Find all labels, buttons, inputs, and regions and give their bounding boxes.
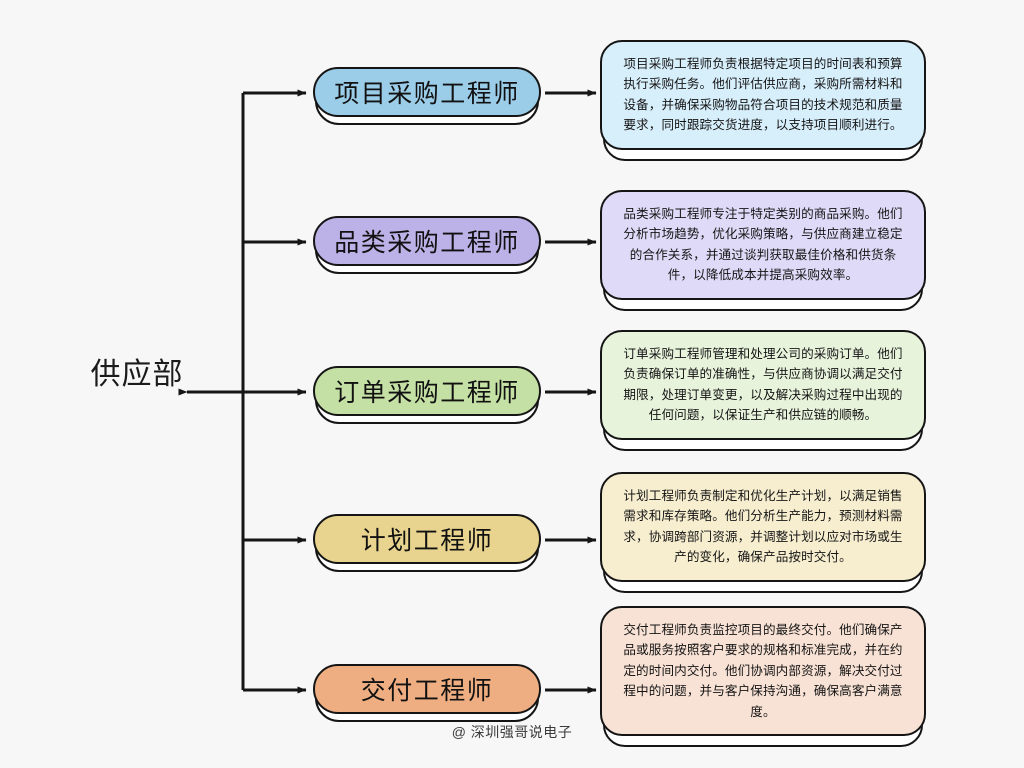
description-box-2-text: 品类采购工程师专注于特定类别的商品采购。他们分析市场趋势，优化采购策略，与供应商… (623, 207, 903, 283)
description-box-5-text: 交付工程师负责监控项目的最终交付。他们确保产品或服务按照客户要求的规格和标准完成… (623, 623, 903, 719)
role-pill-4[interactable]: 计划工程师 (313, 514, 541, 572)
description-box-3-text: 订单采购工程师管理和处理公司的采购订单。他们负责确保订单的准确性，与供应商协调以… (623, 347, 903, 423)
description-box-2: 品类采购工程师专注于特定类别的商品采购。他们分析市场趋势，优化采购策略，与供应商… (600, 190, 926, 311)
role-pill-5-face: 交付工程师 (313, 664, 541, 714)
role-pill-5[interactable]: 交付工程师 (313, 664, 541, 722)
role-pill-4-label: 计划工程师 (360, 527, 494, 555)
description-box-4: 计划工程师负责制定和优化生产计划，以满足销售需求和库存策略。他们分析生产能力，预… (600, 472, 926, 593)
role-pill-3-face: 订单采购工程师 (313, 366, 541, 416)
root-node-supply-department: 供应部 (52, 358, 222, 391)
description-box-4-text: 计划工程师负责制定和优化生产计划，以满足销售需求和库存策略。他们分析生产能力，预… (623, 489, 903, 565)
description-box-5: 交付工程师负责监控项目的最终交付。他们确保产品或服务按照客户要求的规格和标准完成… (600, 606, 926, 747)
role-pill-2[interactable]: 品类采购工程师 (313, 216, 541, 274)
watermark-text: @ 深圳强哥说电子 (451, 724, 573, 740)
role-pill-5-label: 交付工程师 (360, 677, 494, 705)
role-pill-3[interactable]: 订单采购工程师 (313, 366, 541, 424)
description-box-3-face: 订单采购工程师管理和处理公司的采购订单。他们负责确保订单的准确性，与供应商协调以… (600, 330, 926, 440)
root-node-label: 供应部 (90, 358, 184, 391)
description-box-2-face: 品类采购工程师专注于特定类别的商品采购。他们分析市场趋势，优化采购策略，与供应商… (600, 190, 926, 300)
role-pill-1[interactable]: 项目采购工程师 (313, 67, 541, 125)
role-pill-3-label: 订单采购工程师 (334, 379, 520, 407)
description-box-1: 项目采购工程师负责根据特定项目的时间表和预算执行采购任务。他们评估供应商，采购所… (600, 40, 926, 161)
role-pill-1-label: 项目采购工程师 (334, 80, 520, 108)
role-pill-2-label: 品类采购工程师 (334, 229, 520, 257)
description-box-4-face: 计划工程师负责制定和优化生产计划，以满足销售需求和库存策略。他们分析生产能力，预… (600, 472, 926, 582)
description-box-1-face: 项目采购工程师负责根据特定项目的时间表和预算执行采购任务。他们评估供应商，采购所… (600, 40, 926, 150)
description-box-3: 订单采购工程师管理和处理公司的采购订单。他们负责确保订单的准确性，与供应商协调以… (600, 330, 926, 451)
role-pill-1-face: 项目采购工程师 (313, 67, 541, 117)
role-pill-4-face: 计划工程师 (313, 514, 541, 564)
description-box-5-face: 交付工程师负责监控项目的最终交付。他们确保产品或服务按照客户要求的规格和标准完成… (600, 606, 926, 736)
description-box-1-text: 项目采购工程师负责根据特定项目的时间表和预算执行采购任务。他们评估供应商，采购所… (623, 57, 903, 133)
role-pill-2-face: 品类采购工程师 (313, 216, 541, 266)
